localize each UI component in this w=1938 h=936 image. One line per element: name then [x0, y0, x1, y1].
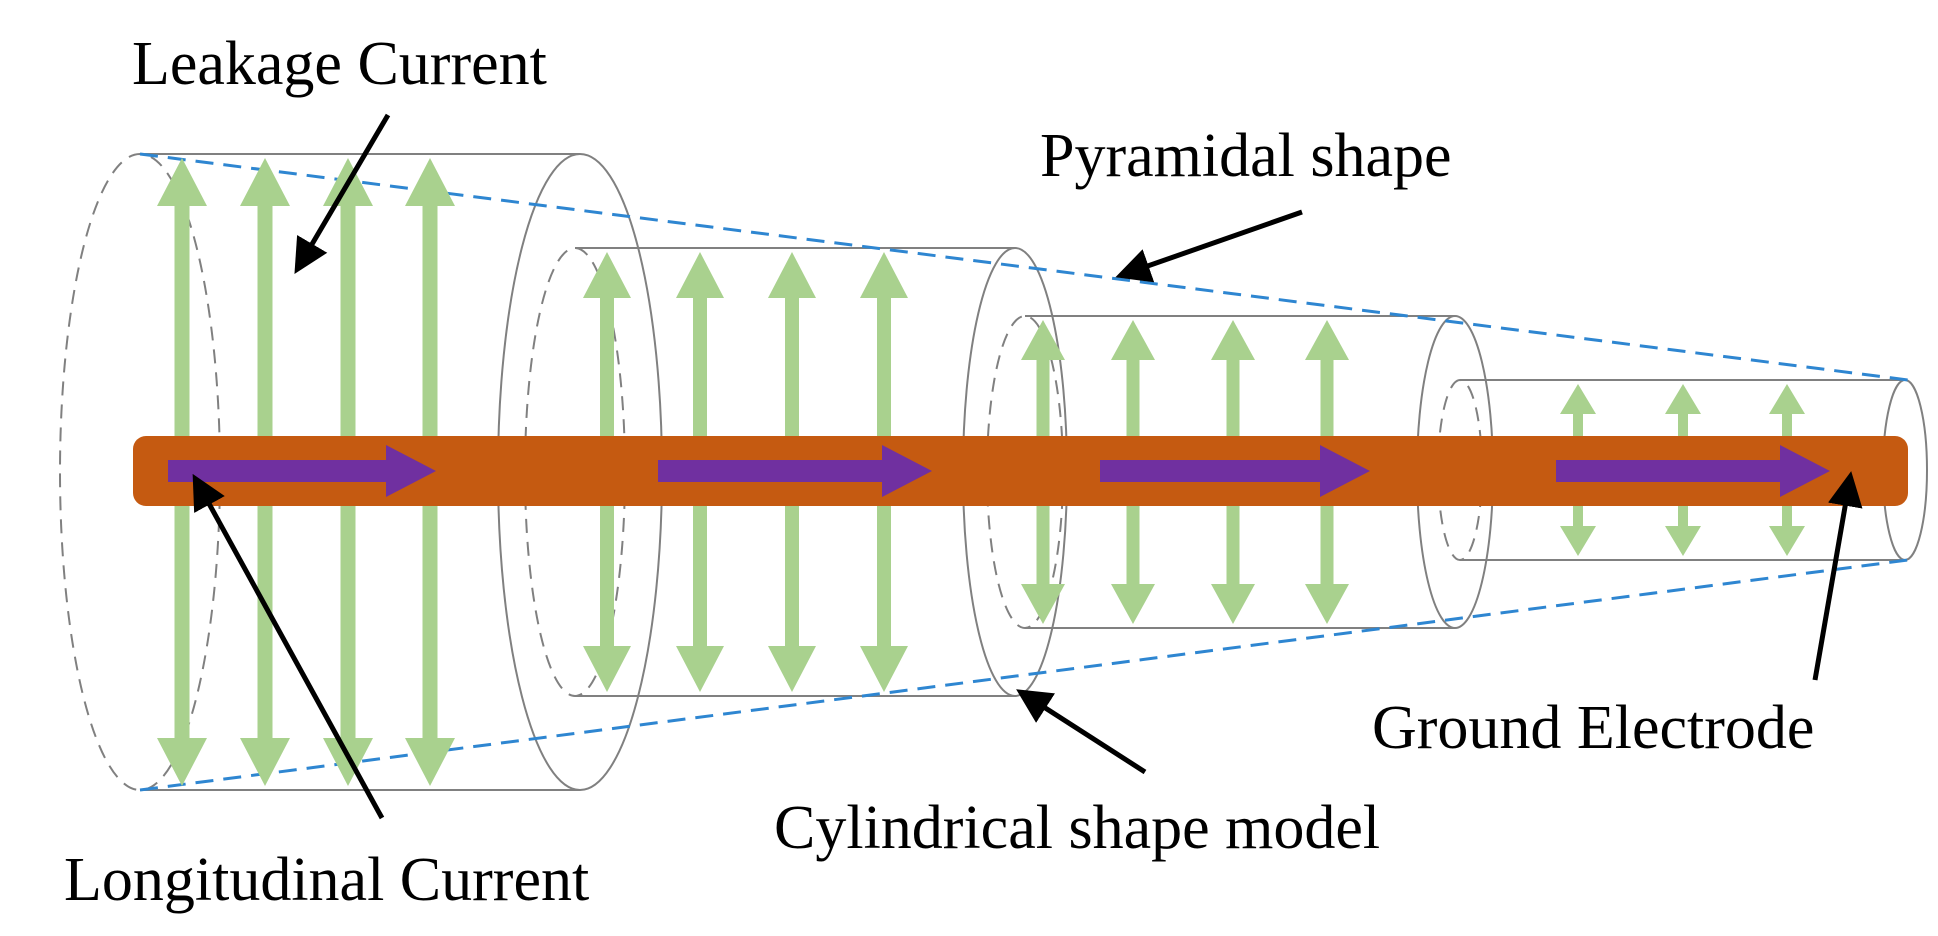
electrode-bar — [133, 436, 1908, 506]
cylindrical-shape-model-label: Cylindrical shape model — [774, 794, 1380, 862]
leakage-current-label: Leakage Current — [132, 30, 547, 98]
ground-electrode-callout-arrow — [1812, 471, 1863, 681]
longitudinal-current-arrow — [658, 445, 932, 497]
longitudinal-current-arrow — [1100, 445, 1370, 497]
pyramidal-shape-callout-arrow — [1115, 209, 1303, 283]
longitudinal-arrows — [168, 445, 1830, 497]
cylindrical-shape-callout-arrow — [1016, 689, 1147, 775]
longitudinal-current-arrow — [1556, 445, 1830, 497]
pyramid-top-line — [139, 152, 1909, 382]
pyramidal-shape-label: Pyramidal shape — [1040, 122, 1452, 190]
longitudinal-current-callout-arrow — [192, 473, 385, 820]
leakage-current-callout-arrow — [294, 113, 391, 275]
ground-electrode-label: Ground Electrode — [1372, 694, 1814, 762]
longitudinal-current-arrow — [168, 445, 436, 497]
callout-arrows — [192, 113, 1863, 820]
longitudinal-current-label: Longitudinal Current — [64, 846, 589, 914]
